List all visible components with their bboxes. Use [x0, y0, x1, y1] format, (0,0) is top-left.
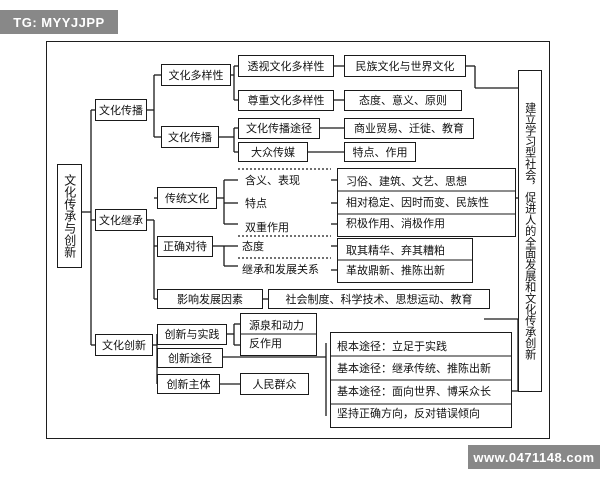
node-traditional-feature-result: 相对稳定、因时而变、民族性: [346, 196, 489, 209]
node-way-label: 创新途径: [168, 351, 212, 365]
node-diversity-respect-result: 态度、意义、原则: [344, 90, 462, 111]
node-traditional-feature: 特点: [244, 197, 268, 210]
node-correct-inherit-develop: 继承和发展关系: [241, 263, 320, 276]
node-correct-develop-result: 革故鼎新、推陈出新: [346, 263, 445, 277]
node-traditional-results: 习俗、建筑、文艺、思想 相对稳定、因时而变、民族性 积极作用、消极作用: [337, 168, 516, 237]
node-traditional-meaning: 含义、表现: [244, 174, 301, 187]
node-innovate-label: 文化创新: [102, 338, 146, 352]
innovate-path-2: 基本途径：面向世界、博采众长: [337, 384, 491, 398]
node-traditional-meaning-result: 习俗、建筑、文艺、思想: [346, 175, 467, 188]
node-diversity-insight-result-label: 民族文化与世界文化: [355, 59, 455, 73]
node-transmit-path: 文化传播途径: [238, 118, 320, 139]
node-traditional-label: 传统文化: [165, 191, 209, 205]
node-transmit-path-label: 文化传播途径: [246, 122, 312, 135]
node-transmit-path-result-label: 商业贸易、迁徙、教育: [354, 122, 464, 135]
node-correct-label: 正确对待: [163, 240, 207, 253]
node-diversity-respect-label: 尊重文化多样性: [247, 94, 325, 107]
node-way: 创新途径: [157, 348, 223, 368]
node-transmit-media-label: 大众传媒: [251, 145, 295, 159]
node-diversity-insight-label: 透视文化多样性: [247, 59, 325, 73]
node-transmit-label: 文化传播: [168, 130, 212, 144]
node-spread: 文化传播: [95, 99, 147, 121]
node-correct: 正确对待: [157, 236, 213, 257]
node-traditional-role: 双重作用: [244, 221, 290, 234]
node-influence-result: 社会制度、科学技术、思想运动、教育: [268, 289, 490, 309]
summary-label: 建立学习型社会，促进人的全面发展和文化传承创新: [523, 102, 537, 360]
node-transmit-media: 大众传媒: [238, 142, 308, 162]
node-practice: 创新与实践: [157, 324, 227, 345]
node-subject: 创新主体: [157, 374, 220, 394]
root-label: 文化传承与创新: [62, 174, 77, 258]
node-subject-result-label: 人民群众: [252, 377, 297, 391]
node-diversity-label: 文化多样性: [168, 68, 224, 82]
node-innovate: 文化创新: [95, 334, 153, 356]
node-practice-effect: 反作用: [249, 337, 282, 351]
node-diversity-insight-result: 民族文化与世界文化: [344, 55, 466, 77]
innovate-path-0: 根本途径：立足于实践: [337, 339, 447, 353]
node-correct-attitude: 态度: [241, 240, 265, 253]
node-transmit: 文化传播: [161, 126, 219, 148]
node-subject-label: 创新主体: [166, 377, 211, 391]
node-diversity-respect-result-label: 态度、意义、原则: [359, 94, 447, 107]
node-transmit-media-result-label: 特点、作用: [352, 145, 408, 159]
node-diversity: 文化多样性: [161, 64, 231, 86]
root-node: 文化传承与创新: [57, 164, 82, 268]
node-influence-result-label: 社会制度、科学技术、思想运动、教育: [285, 292, 473, 306]
node-influence-label: 影响发展因素: [177, 292, 243, 306]
node-transmit-media-result: 特点、作用: [344, 142, 416, 162]
node-transmit-path-result: 商业贸易、迁徙、教育: [344, 118, 474, 139]
innovate-path-1: 基本途径：继承传统、推陈出新: [337, 362, 491, 376]
summary-node: 建立学习型社会，促进人的全面发展和文化传承创新: [518, 70, 542, 392]
node-practice-label: 创新与实践: [164, 328, 220, 341]
watermark-bottom: www.0471148.com: [468, 445, 600, 469]
node-traditional: 传统文化: [157, 187, 217, 209]
node-diversity-respect: 尊重文化多样性: [238, 90, 334, 111]
watermark-top: TG: MYYJJPP: [0, 10, 118, 34]
innovate-path-3: 坚持正确方向，反对错误倾向: [337, 407, 480, 421]
node-correct-attitude-result: 取其精华、弃其糟粕: [346, 244, 445, 258]
diagram-frame: [46, 41, 550, 439]
node-innovate-paths: 根本途径：立足于实践 基本途径：继承传统、推陈出新 基本途径：面向世界、博采众长…: [330, 332, 512, 428]
node-influence: 影响发展因素: [157, 289, 263, 309]
node-spread-label: 文化传播: [99, 103, 143, 117]
node-inherit: 文化继承: [95, 209, 147, 231]
node-practice-children: 源泉和动力 反作用: [240, 313, 317, 356]
node-inherit-label: 文化继承: [99, 213, 143, 227]
node-practice-source: 源泉和动力: [249, 318, 304, 332]
node-traditional-role-result: 积极作用、消极作用: [346, 217, 445, 230]
node-correct-results: 取其精华、弃其糟粕 革故鼎新、推陈出新: [337, 238, 473, 283]
node-subject-result: 人民群众: [240, 373, 309, 395]
node-diversity-insight: 透视文化多样性: [238, 55, 334, 77]
